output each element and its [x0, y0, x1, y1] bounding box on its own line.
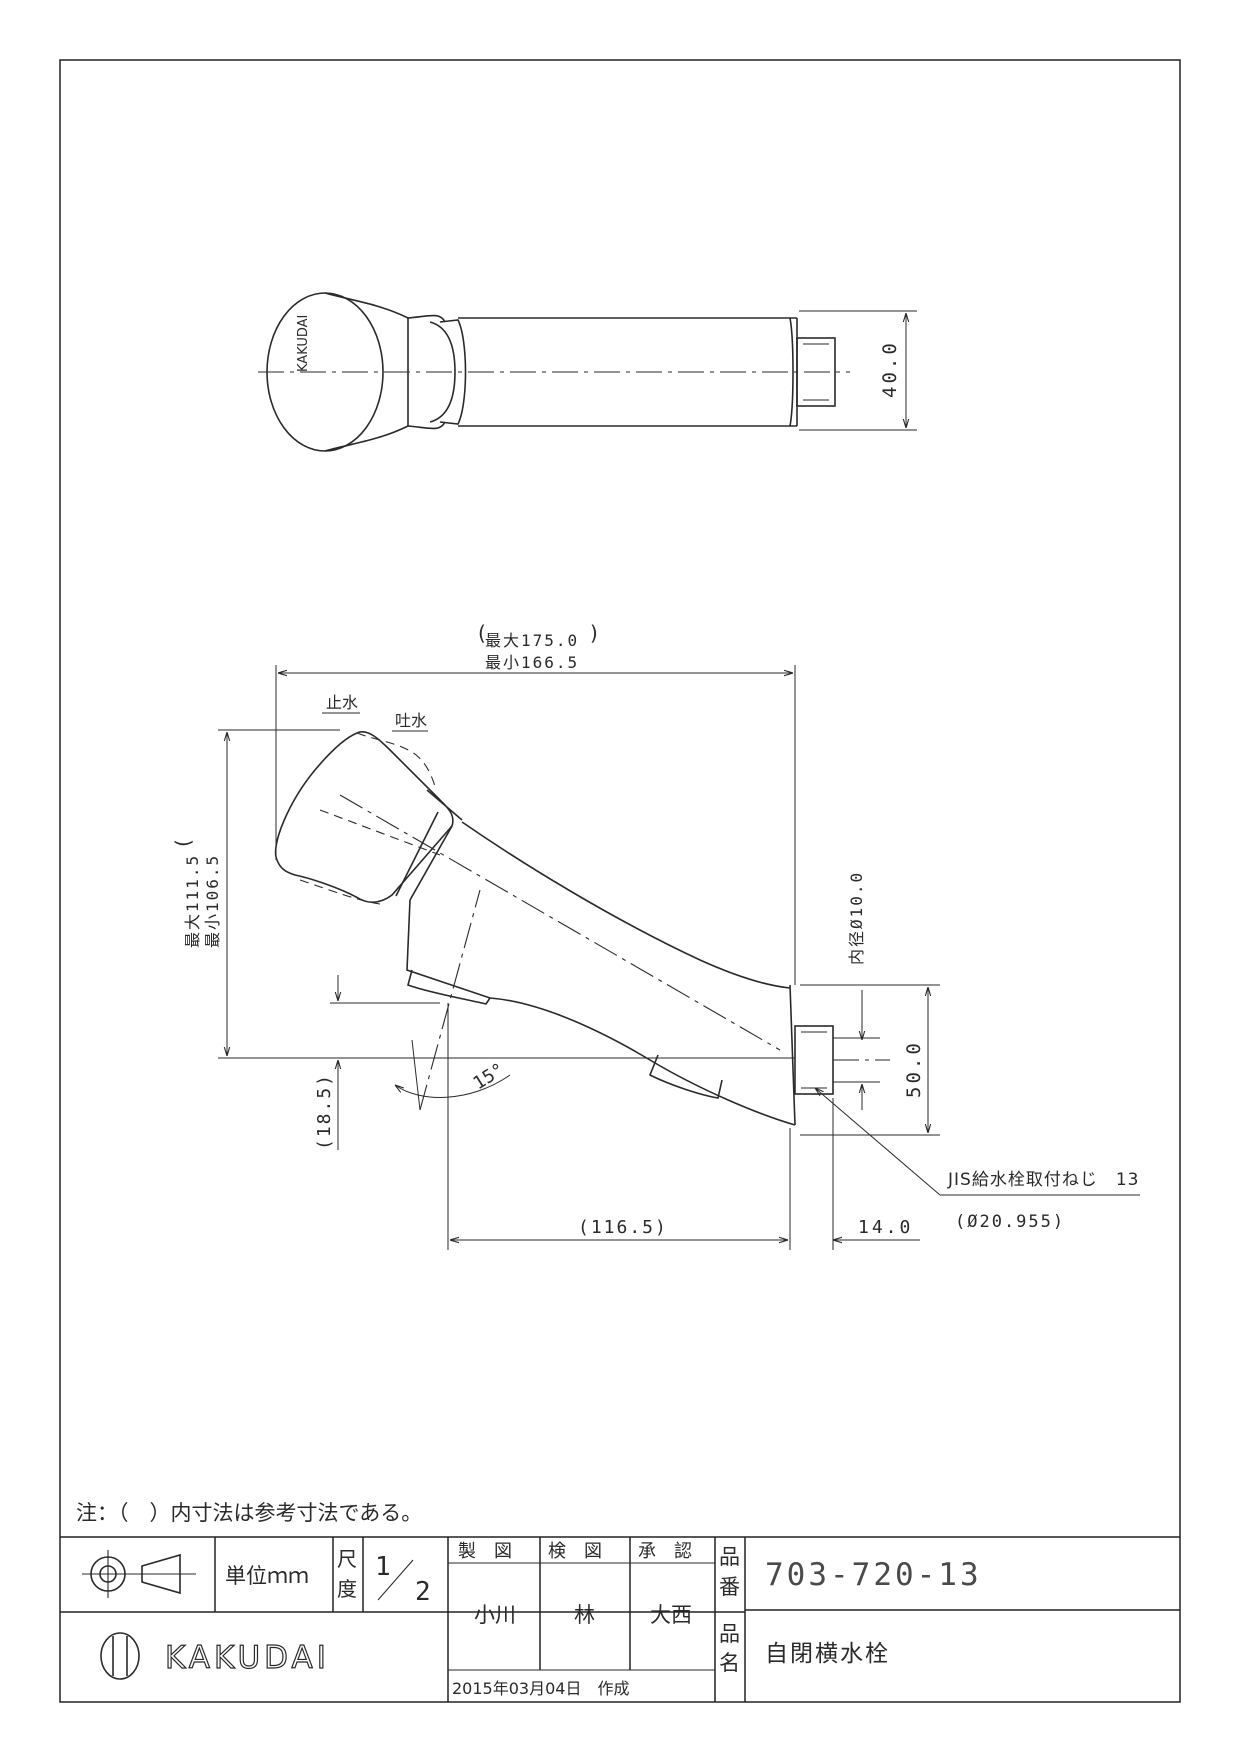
- approved-by: 大西: [650, 1603, 692, 1627]
- label-flow: 吐水: [395, 711, 427, 730]
- dim-height-min: 最小106.5: [203, 854, 222, 948]
- unit-label: 単位ｍｍ: [225, 1564, 309, 1588]
- svg-text:): ): [590, 621, 598, 645]
- side-view: ( ) 最大175.0 最小166.5 止水 吐水 ( 最大111.5 最小10…: [171, 621, 1140, 1250]
- dim-spout-reach: (116.5): [578, 1217, 668, 1238]
- name-label-2: 名: [719, 1651, 740, 1675]
- label-stop: 止水: [326, 693, 358, 712]
- drawing-note: 注：（ ）内寸法は参考寸法である。: [76, 1501, 422, 1525]
- svg-text:(: (: [171, 839, 195, 847]
- drawing-date: 2015年03月04日 作成: [452, 1679, 629, 1698]
- part-no-label-1: 品: [719, 1545, 740, 1569]
- part-no-label-2: 番: [719, 1575, 740, 1599]
- part-number: 703-720-13: [765, 1557, 982, 1593]
- dim-inner-dia: 内径Ø10.0: [847, 871, 866, 965]
- dim-top-height: 40.0: [879, 340, 901, 398]
- product-name: 自閉横水栓: [765, 1641, 890, 1667]
- dim-spout-height: (18.5): [314, 1073, 335, 1150]
- dim-height-max: 最大111.5: [183, 854, 202, 948]
- kakudai-logo: KAKUDAI: [100, 1632, 330, 1680]
- title-block: 単位ｍｍ 尺 度 1 2 製 図 検 図 承 認 小川 林 大西 2015年03…: [60, 1536, 1180, 1702]
- svg-text:(: (: [478, 621, 486, 645]
- scale-num: 1: [375, 1552, 391, 1582]
- thread-dia: (Ø20.955): [955, 1212, 1065, 1232]
- drawing-frame: [59, 59, 1181, 1703]
- dim-thread-len: 14.0: [858, 1217, 913, 1238]
- svg-text:KAKUDAI: KAKUDAI: [296, 315, 311, 372]
- third-angle-projection-icon: [82, 1550, 196, 1598]
- checked-by: 林: [574, 1603, 595, 1627]
- thread-note: JIS給水栓取付ねじ 13: [947, 1170, 1139, 1190]
- approved-label: 承 認: [638, 1541, 692, 1562]
- scale-label-1: 尺: [337, 1547, 357, 1571]
- drawn-label: 製 図: [458, 1541, 512, 1562]
- dim-overall-max: 最大175.0: [485, 631, 579, 650]
- dim-outlet-height: 50.0: [903, 1040, 925, 1098]
- dim-angle: 15°: [470, 1059, 509, 1094]
- scale-label-2: 度: [337, 1577, 357, 1601]
- checked-label: 検 図: [548, 1541, 602, 1562]
- dim-overall-min: 最小166.5: [485, 653, 579, 672]
- brand-wordmark: KAKUDAI: [165, 1640, 330, 1676]
- drawn-by: 小川: [474, 1603, 516, 1627]
- name-label-1: 品: [719, 1622, 740, 1646]
- handle-emblem-icon: KAKUDAI: [296, 315, 311, 372]
- top-view: KAKUDAI 40.0: [258, 292, 917, 452]
- scale-den: 2: [415, 1577, 431, 1607]
